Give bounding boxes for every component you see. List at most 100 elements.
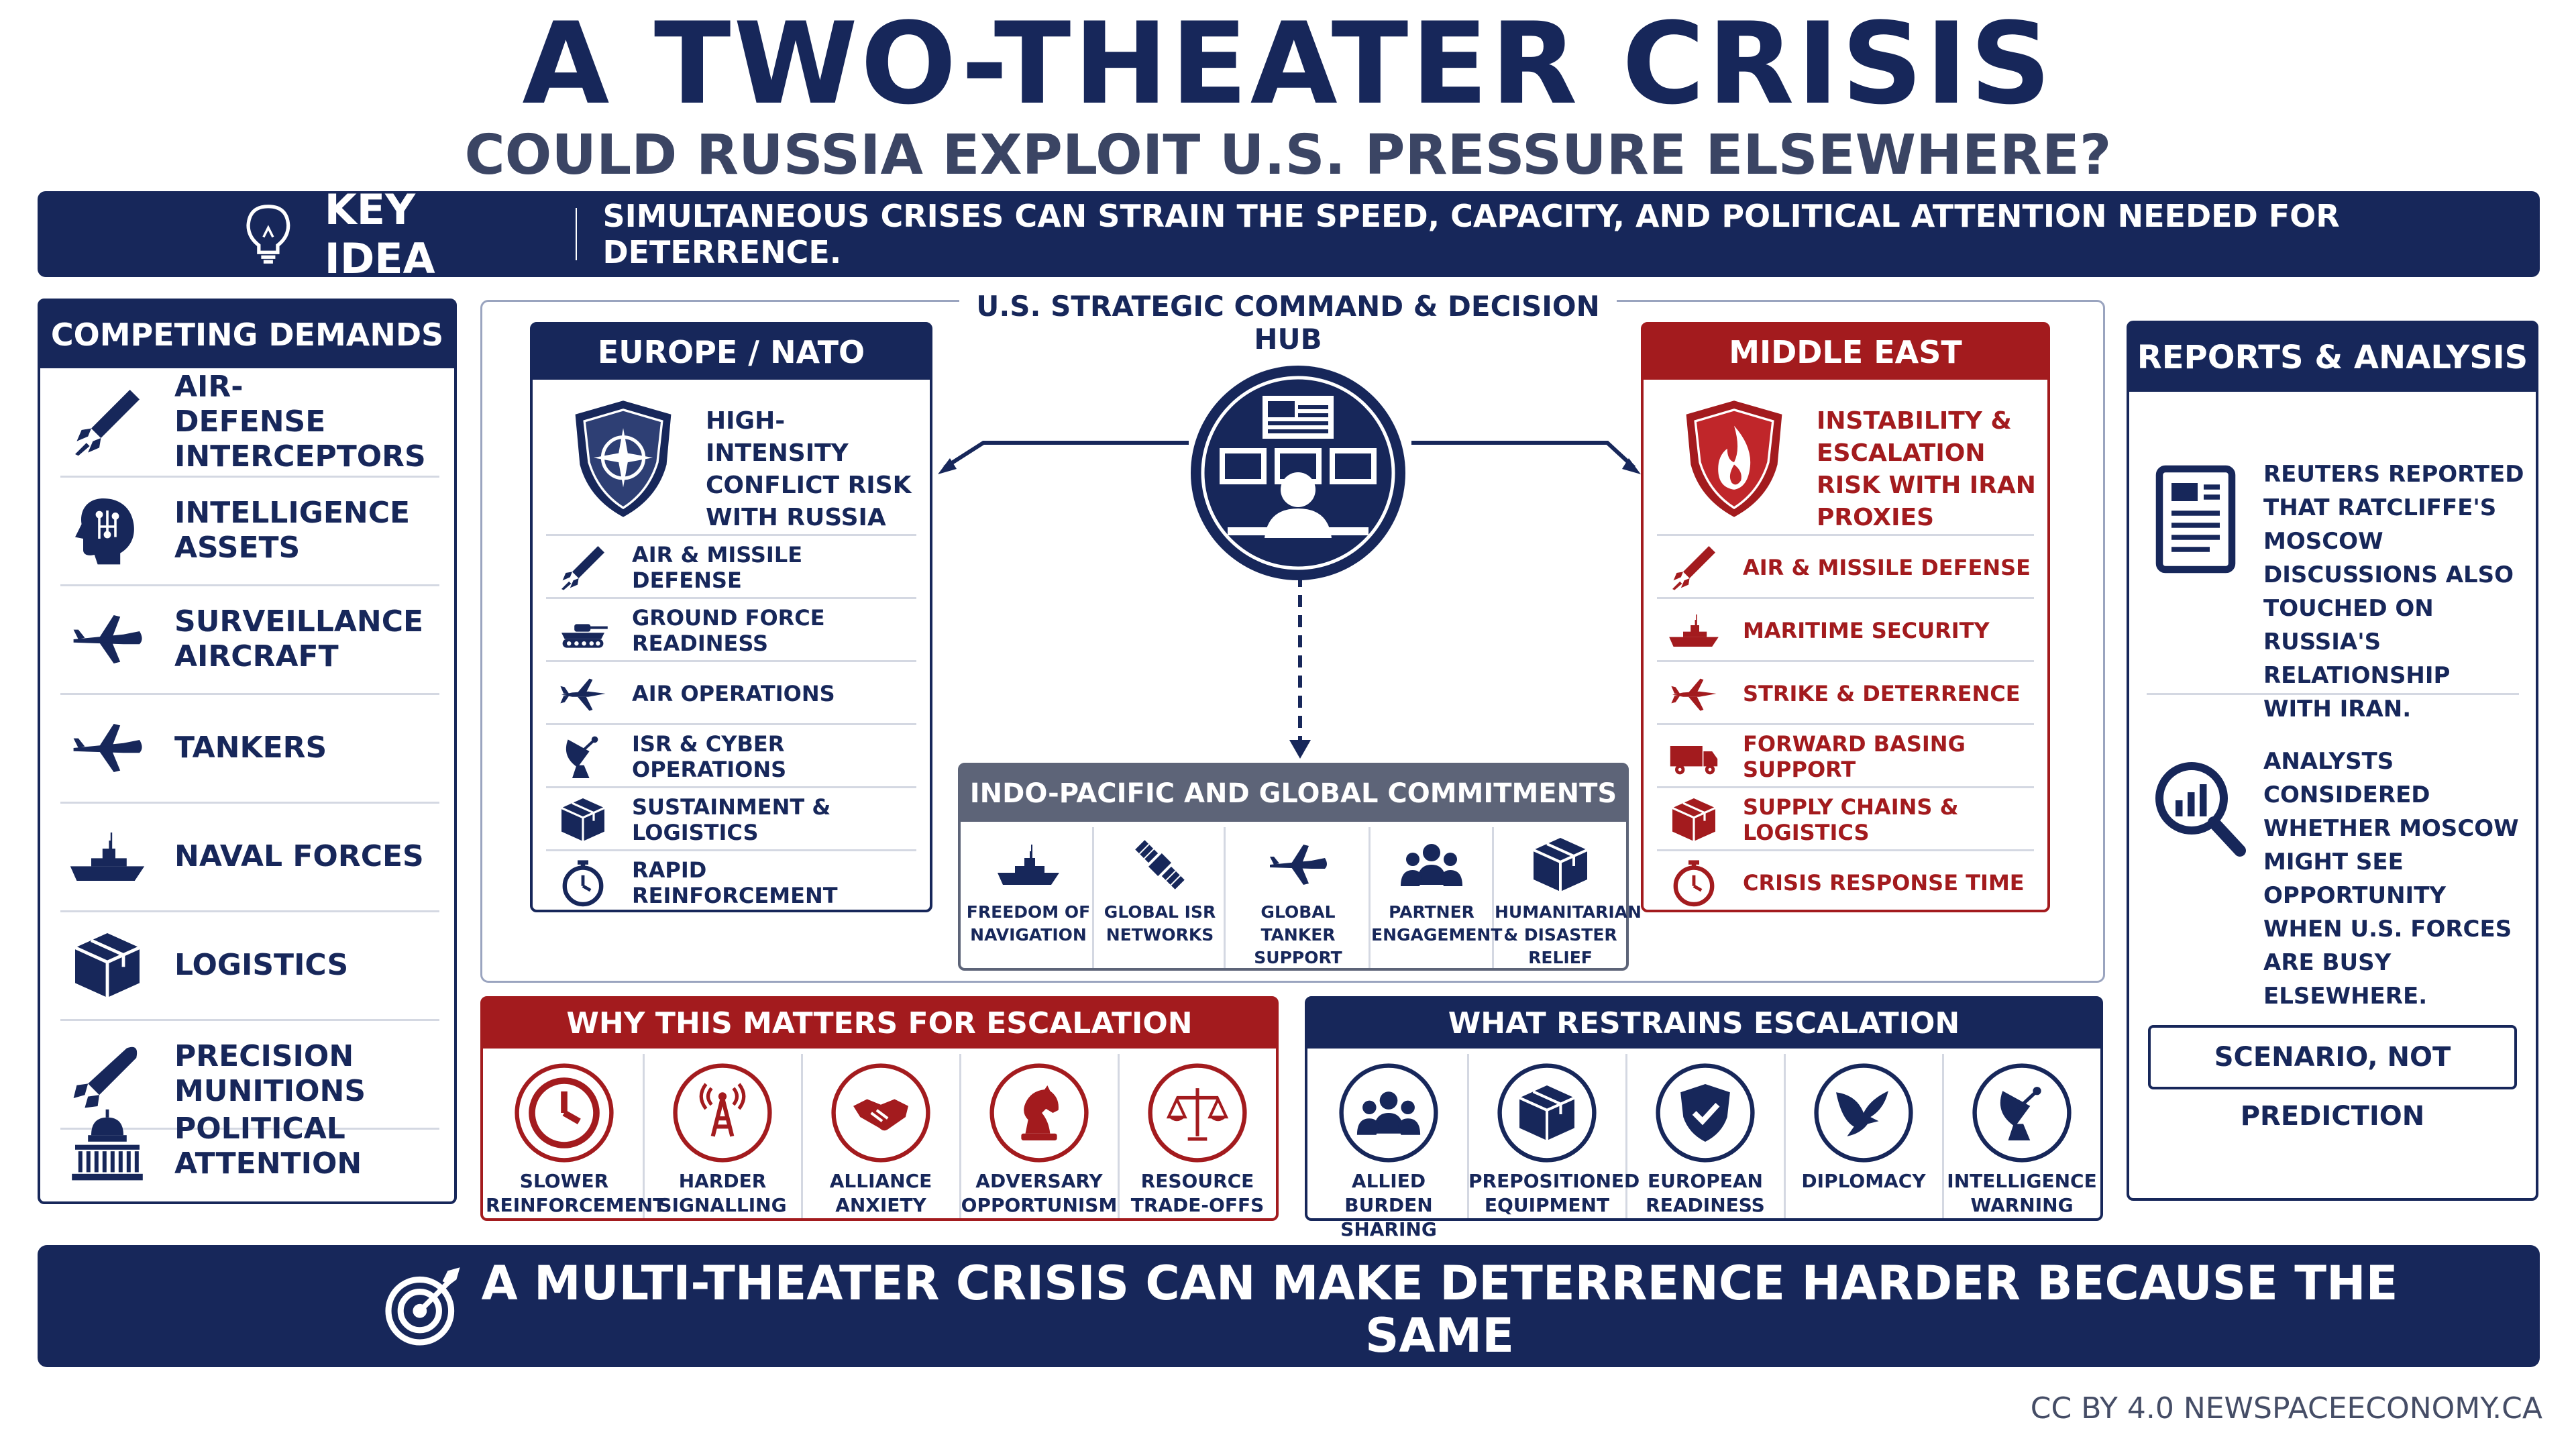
box-icon — [60, 925, 154, 1006]
europe-item: GROUND FORCE READINESS — [546, 597, 916, 662]
box-icon — [1497, 1063, 1597, 1163]
people-icon — [1339, 1063, 1438, 1163]
conclusion-banner: A MULTI-THEATER CRISIS CAN MAKE DETERREN… — [38, 1245, 2540, 1414]
why-item-line2: REINFORCEMENT — [486, 1194, 666, 1216]
document-icon — [2149, 458, 2250, 585]
scenario-badge: SCENARIO, NOT PREDICTION — [2148, 1025, 2517, 1132]
europe-item-label: AIR OPERATIONS — [632, 681, 835, 706]
demand-label: PRECISION MUNITIONS — [174, 1039, 366, 1108]
missile-icon — [1657, 541, 1731, 594]
europe-item-label: SUSTAINMENT & LOGISTICS — [632, 794, 831, 845]
demand-item: INTELLIGENCE ASSETS — [60, 477, 439, 586]
box-icon — [546, 793, 620, 847]
demand-label: AIR-DEFENSE INTERCEPTORS — [174, 370, 426, 474]
restrains-box: WHAT RESTRAINS ESCALATION ALLIED BURDEN … — [1305, 996, 2103, 1240]
demand-item: SURVEILLANCE AIRCRAFT — [60, 586, 439, 695]
key-idea-divider — [575, 208, 578, 260]
indo-item-line1: PARTNER — [1389, 902, 1474, 922]
demand-item: AIR-DEFENSE INTERCEPTORS — [60, 368, 439, 478]
indo-item-line2: TANKER SUPPORT — [1254, 925, 1342, 967]
restrain-item-line2: WARNING — [1970, 1194, 2074, 1216]
middle-east-item-label: STRIKE & DETERRENCE — [1743, 681, 2021, 706]
middle-east-item-label: SUPPLY CHAINS & LOGISTICS — [1743, 794, 1959, 845]
middle-east-item: SUPPLY CHAINS & LOGISTICS — [1657, 786, 2034, 851]
europe-item: ISR & CYBER OPERATIONS — [546, 723, 916, 788]
restrains-title: WHAT RESTRAINS ESCALATION — [1307, 999, 2100, 1049]
indo-item-line1: FREEDOM OF — [966, 902, 1091, 922]
why-item: RESOURCE TRADE-OFFS — [1119, 1054, 1276, 1218]
connector-arrows — [938, 441, 1641, 759]
demand-label: TANKERS — [174, 731, 327, 765]
middle-east-item: CRISIS RESPONSE TIME — [1657, 849, 2034, 914]
command-center-icon — [1191, 366, 1405, 580]
why-item-line2: TRADE-OFFS — [1130, 1194, 1265, 1216]
tank-icon — [546, 604, 620, 657]
hub-title: U.S. STRATEGIC COMMAND & DECISION HUB — [959, 290, 1617, 356]
indo-item-line1: HUMANITARIAN — [1495, 902, 1642, 922]
report-text: ANALYSTS CONSIDERED WHETHER MOSCOW MIGHT… — [2263, 748, 2519, 1010]
middle-east-item: STRIKE & DETERRENCE — [1657, 660, 2034, 725]
report-item: ANALYSTS CONSIDERED WHETHER MOSCOW MIGHT… — [2149, 745, 2525, 1013]
why-item: SLOWER REINFORCEMENT — [486, 1054, 666, 1218]
middle-east-box: MIDDLE EAST INSTABILITY & ESCALATION RIS… — [1641, 322, 2050, 912]
middle-east-item-label: MARITIME SECURITY — [1743, 618, 1990, 643]
check-shield-icon — [1656, 1063, 1755, 1163]
magnifier-chart-icon — [2149, 745, 2250, 872]
why-item-line2: OPPORTUNISM — [961, 1194, 1118, 1216]
restrain-item: PREPOSITIONED EQUIPMENT — [1468, 1054, 1640, 1218]
restrain-item-line1: DIPLOMACY — [1801, 1170, 1926, 1192]
demand-item: POLITICAL ATTENTION — [60, 1093, 439, 1200]
chess-knight-icon — [989, 1063, 1089, 1163]
europe-item-label: ISR & CYBER OPERATIONS — [632, 731, 787, 782]
demand-label: POLITICAL ATTENTION — [174, 1112, 362, 1181]
indo-pacific-title: INDO-PACIFIC AND GLOBAL COMMITMENTS — [961, 765, 1626, 822]
restrain-item-line1: INTELLIGENCE — [1947, 1170, 2097, 1192]
europe-item-label: AIR & MISSILE DEFENSE — [632, 542, 803, 593]
surveillance-plane-icon — [60, 599, 154, 680]
key-idea-label: KEY IDEA — [324, 185, 435, 283]
europe-item: SUSTAINMENT & LOGISTICS — [546, 786, 916, 851]
middle-east-item-label: CRISIS RESPONSE TIME — [1743, 870, 2025, 896]
why-item-line1: RESOURCE — [1140, 1170, 1254, 1192]
missile-icon — [60, 382, 154, 462]
middle-east-description: INSTABILITY & ESCALATION RISK WITH IRAN … — [1817, 407, 2036, 531]
why-item-line1: SLOWER — [519, 1170, 609, 1192]
restrain-item: DIPLOMACY — [1785, 1054, 1944, 1218]
why-item: ADVERSARY OPPORTUNISM — [961, 1054, 1120, 1218]
demand-item: PRECISION MUNITIONS — [60, 1020, 439, 1130]
restrain-item-line1: ALLIED BURDEN — [1344, 1170, 1433, 1216]
key-idea-text: SIMULTANEOUS CRISES CAN STRAIN THE SPEED… — [602, 198, 2340, 270]
report-text: REUTERS REPORTED THAT RATCLIFFE'S MOSCOW… — [2263, 461, 2524, 722]
stopwatch-icon — [546, 856, 620, 910]
why-item: HARDER SIGNALLING — [644, 1054, 803, 1218]
capitol-icon — [60, 1106, 154, 1187]
demand-label: LOGISTICS — [174, 948, 349, 982]
reports-title: REPORTS & ANALYSIS — [2129, 323, 2536, 392]
middle-east-item: MARITIME SECURITY — [1657, 597, 2034, 662]
missile-icon — [546, 541, 620, 594]
why-matters-box: WHY THIS MATTERS FOR ESCALATION SLOWER R… — [480, 996, 1279, 1221]
demand-item: NAVAL FORCES — [60, 803, 439, 912]
handshake-icon — [831, 1063, 930, 1163]
europe-title: EUROPE / NATO — [533, 325, 930, 380]
truck-icon — [1657, 730, 1731, 784]
brain-circuit-icon — [60, 490, 154, 571]
why-item: ALLIANCE ANXIETY — [802, 1054, 961, 1218]
demand-label: NAVAL FORCES — [174, 839, 424, 873]
middle-east-item: AIR & MISSILE DEFENSE — [1657, 534, 2034, 599]
indo-item: GLOBAL ISR NETWORKS — [1096, 827, 1226, 968]
page-subtitle: COULD RUSSIA EXPLOIT U.S. PRESSURE ELSEW… — [464, 123, 2112, 187]
clock-icon — [515, 1063, 614, 1163]
demand-item: TANKERS — [60, 694, 439, 804]
why-item-line1: ALLIANCE — [829, 1170, 932, 1192]
banner-line1: A MULTI-THEATER CRISIS CAN MAKE DETERREN… — [481, 1256, 2398, 1363]
europe-item: AIR & MISSILE DEFENSE — [546, 534, 916, 599]
reports-divider — [2147, 693, 2519, 695]
reports-panel: REPORTS & ANALYSIS REUTERS REPORTED THAT… — [2127, 321, 2538, 1201]
dove-icon — [1814, 1063, 1913, 1163]
restrain-item-line1: EUROPEAN — [1648, 1170, 1763, 1192]
indo-item-line1: GLOBAL — [1260, 902, 1336, 922]
competing-demands-title: COMPETING DEMANDS — [40, 301, 454, 368]
europe-item: AIR OPERATIONS — [546, 660, 916, 725]
lightbulb-icon — [239, 201, 298, 268]
